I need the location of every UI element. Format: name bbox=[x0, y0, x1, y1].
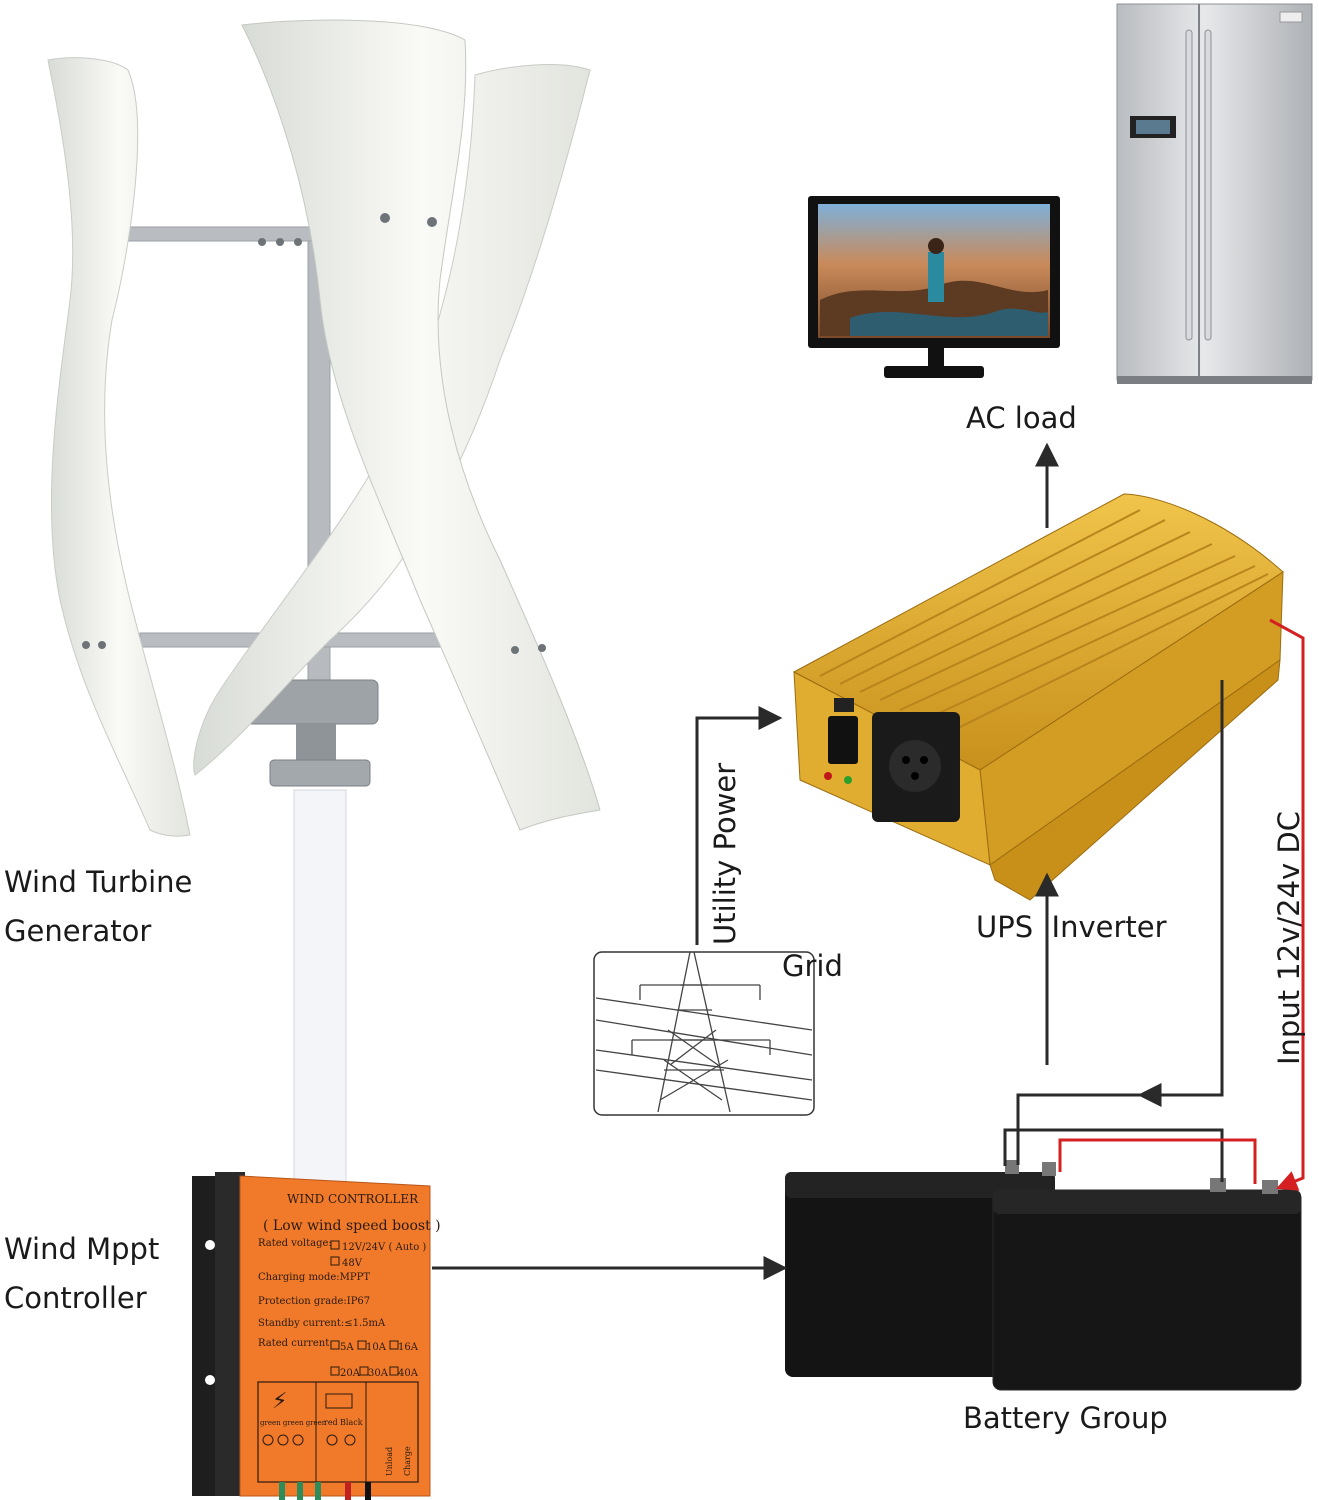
wire-inverter-to-battery bbox=[1137, 680, 1224, 1107]
dc-input-wire bbox=[1058, 618, 1305, 1191]
refrigerator bbox=[1116, 3, 1313, 384]
controller-current-10a: 10A bbox=[366, 1342, 387, 1353]
wind-turbine-label-line2: Generator bbox=[4, 914, 152, 948]
battery-back bbox=[785, 1160, 1056, 1377]
upper-arm bbox=[107, 226, 327, 242]
arrow-grid-to-inverter bbox=[695, 706, 783, 945]
controller-current-40a: 40A bbox=[398, 1368, 419, 1379]
terminal-label-black: Black bbox=[340, 1418, 363, 1427]
input-dc-label: Input 12v/24v DC bbox=[1272, 810, 1306, 1065]
battery-symbol-icon bbox=[325, 1393, 353, 1409]
terminal-label-unload: Unload bbox=[385, 1447, 394, 1476]
tv-monitor bbox=[808, 196, 1060, 378]
grid-box bbox=[593, 951, 815, 1116]
ups-inverter bbox=[792, 493, 1284, 901]
battery-group bbox=[785, 1160, 1302, 1391]
battery-group-label: Battery Group bbox=[963, 1401, 1168, 1435]
controller-current-5a: 5A bbox=[340, 1342, 354, 1353]
turbine-blade-left bbox=[47, 57, 191, 837]
controller-standby: Standby current:≤1.5mA bbox=[258, 1318, 386, 1329]
ac-load-label: AC load bbox=[966, 401, 1077, 435]
controller-voltage-opt2: 48V bbox=[342, 1258, 363, 1269]
terminal-label-red: red bbox=[324, 1418, 338, 1427]
wind-turbine bbox=[47, 19, 601, 1191]
controller-title: WIND CONTROLLER bbox=[287, 1192, 419, 1206]
wind-turbine-label-line1: Wind Turbine bbox=[4, 865, 193, 899]
controller-charging-mode: Charging mode:MPPT bbox=[258, 1272, 370, 1283]
controller-protection: Protection grade:IP67 bbox=[258, 1296, 370, 1307]
terminal-label-charge: Charge bbox=[403, 1446, 412, 1476]
battery-front bbox=[992, 1178, 1302, 1391]
terminal-label-green: green green green bbox=[260, 1419, 327, 1427]
controller-current-20a: 20A bbox=[340, 1368, 361, 1379]
turbine-symbol-icon: ⚡ bbox=[272, 1389, 287, 1414]
turbine-blade-front bbox=[241, 19, 601, 831]
controller-current-30a: 30A bbox=[368, 1368, 389, 1379]
power-grid-tower bbox=[593, 951, 815, 1116]
controller-voltage-opt1: 12V/24V ( Auto ) bbox=[342, 1242, 426, 1253]
wind-mppt-label-line1: Wind Mppt bbox=[4, 1232, 160, 1266]
turbine-pole bbox=[293, 789, 347, 1191]
grid-label: Grid bbox=[782, 949, 843, 983]
controller-rated-voltage: Rated voltage: bbox=[258, 1238, 332, 1249]
connection-lines bbox=[432, 442, 1224, 1280]
utility-power-label: Utility Power bbox=[708, 762, 742, 945]
controller-subtitle: ( Low wind speed boost ) bbox=[263, 1218, 441, 1234]
wind-mppt-controller: WIND CONTROLLER ( Low wind speed boost )… bbox=[192, 1172, 441, 1500]
wind-mppt-label-line2: Controller bbox=[4, 1281, 147, 1315]
controller-current-16a: 16A bbox=[398, 1342, 419, 1353]
ups-inverter-label: UPS Inverter bbox=[976, 910, 1167, 944]
controller-rated-current: Rated current: bbox=[258, 1338, 333, 1349]
